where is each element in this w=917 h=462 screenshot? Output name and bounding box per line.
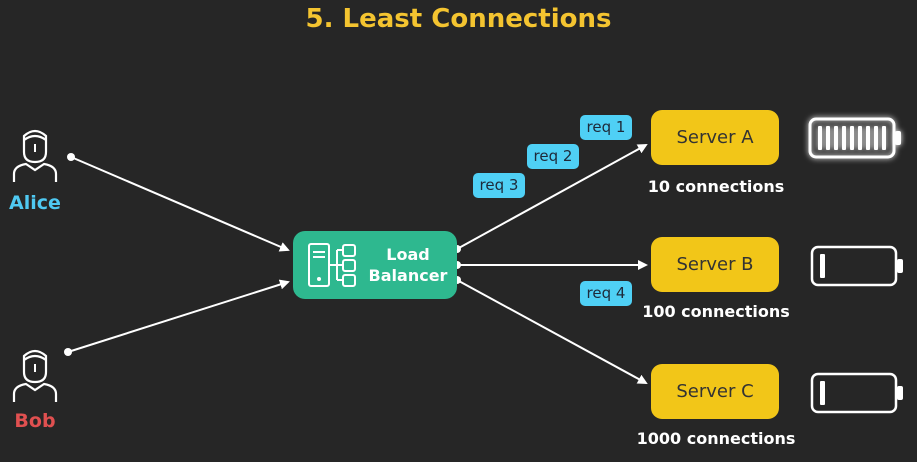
battery-full-icon bbox=[808, 115, 904, 165]
bob-label: Bob bbox=[14, 410, 56, 432]
server-b-connections: 100 connections bbox=[642, 302, 790, 321]
alice-label: Alice bbox=[9, 192, 61, 214]
bob-to-lb-arrow bbox=[67, 279, 290, 353]
load-balancer-line1: Load bbox=[386, 245, 430, 264]
alice-person-icon bbox=[12, 126, 58, 188]
battery-low-icon bbox=[810, 370, 906, 420]
request-tag: req 2 bbox=[527, 144, 579, 169]
load-balancer-line2: Balancer bbox=[368, 266, 448, 285]
server-a-node: Server A bbox=[651, 110, 779, 165]
load-balancer-node: Load Balancer bbox=[293, 231, 457, 299]
load-balancer-label: Load Balancer bbox=[367, 244, 449, 286]
alice-to-lb-arrow bbox=[70, 156, 290, 252]
request-tag: req 4 bbox=[580, 281, 632, 306]
load-balancer-icon bbox=[307, 242, 359, 292]
server-c-node: Server C bbox=[651, 364, 779, 419]
request-tag: req 3 bbox=[473, 173, 525, 198]
server-c-connections: 1000 connections bbox=[636, 429, 796, 448]
request-tag: req 1 bbox=[580, 115, 632, 140]
server-a-connections: 10 connections bbox=[647, 177, 785, 196]
battery-low-icon bbox=[810, 243, 906, 293]
diagram-title: 5. Least Connections bbox=[305, 4, 612, 34]
bob-person-icon bbox=[12, 346, 58, 408]
server-b-node: Server B bbox=[651, 237, 779, 292]
lb-to-server-a-arrow bbox=[456, 144, 648, 250]
lb-to-server-c-arrow bbox=[456, 279, 648, 384]
